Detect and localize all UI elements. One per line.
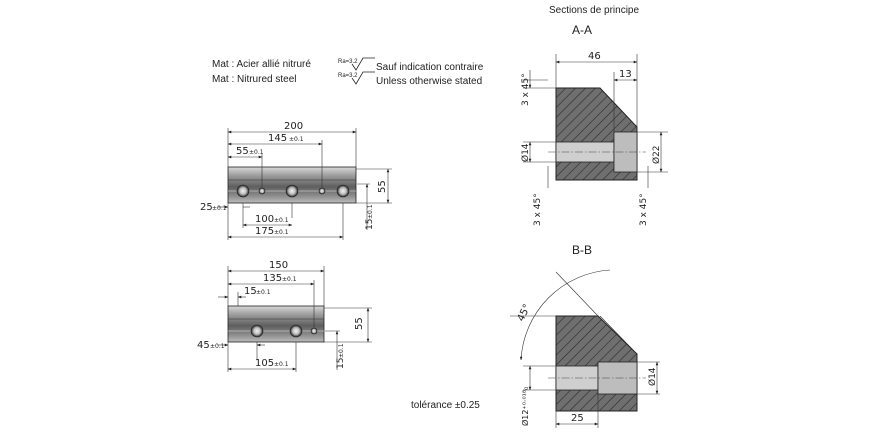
- section-aa-dim-13: 13: [619, 69, 632, 80]
- section-aa-chamfer-bot-left: 3 x 45°: [533, 193, 543, 226]
- part1-dim-v15: 15: [365, 219, 375, 230]
- sections-title: Sections de principe: [549, 5, 639, 16]
- part2-tol-135: ±0.1: [282, 276, 297, 283]
- section-aa-title: A-A: [572, 23, 592, 37]
- part1-hole-1: [236, 184, 250, 198]
- roughness-symbol-label-2: Ra=3.2: [338, 73, 358, 79]
- section-aa-chamfer-bot-right: 3 x 45°: [639, 193, 649, 226]
- part2-tol-105: ±0.1: [274, 361, 289, 368]
- part1-dim-25: 25: [200, 202, 213, 213]
- part1-hole-3: [285, 184, 299, 198]
- part1-tol-175: ±0.1: [274, 229, 289, 236]
- part2-dim-15: 15: [244, 286, 257, 297]
- section-aa-chamfer-top: 3 x 45°: [521, 73, 531, 106]
- section-bb-drawing: 45° 25 Ø14 Ø12⁺⁰·⁰¹⁸₀: [510, 269, 660, 428]
- part2-hole-3: [310, 327, 318, 335]
- part1-hole-5: [336, 184, 350, 198]
- part2-hole-2: [289, 324, 303, 338]
- section-aa-dim-46: 46: [588, 51, 601, 62]
- part1-dim-200: 200: [284, 121, 303, 132]
- section-bb-title: B-B: [572, 243, 592, 257]
- section-aa-dia-14: Ø14: [520, 143, 531, 162]
- part2-hole-1: [250, 324, 264, 338]
- material-fr: Mat : Acier allié nitruré: [212, 59, 311, 70]
- part2-body: [227, 305, 325, 343]
- section-aa-dia-22: Ø22: [651, 145, 662, 164]
- roughness-note-fr: Sauf indication contraire: [376, 62, 484, 73]
- roughness-symbol-label-1: Ra=3.2: [338, 59, 358, 65]
- part1-dim-145: 145: [268, 133, 287, 144]
- part2-dim-135: 135: [263, 273, 282, 284]
- section-bb-depth: 25: [571, 413, 584, 424]
- part2-dim-45: 45: [197, 340, 210, 351]
- part1-tol-25: ±0.1: [212, 205, 227, 212]
- section-aa-drawing: 46 13 3 x 45° Ø14 Ø22 3 x 45° 3 x 45°: [520, 51, 668, 226]
- roughness-note-en: Unless otherwise stated: [376, 76, 482, 87]
- part1-dim-55: 55: [236, 146, 249, 157]
- material-en: Mat : Nitrured steel: [212, 74, 296, 85]
- part1-dim-175: 175: [255, 226, 274, 237]
- part1-drawing: 200 145 ±0.1 55 ±0.1 100 ±0.1 175 ±0.1 2…: [200, 121, 392, 240]
- part1-hole-2: [258, 187, 266, 195]
- section-bb-angle: 45°: [516, 303, 533, 324]
- section-bb-dia-12: Ø12⁺⁰·⁰¹⁸₀: [520, 387, 530, 426]
- part1-hole-4: [318, 187, 326, 195]
- part2-dim-105: 105: [255, 358, 274, 369]
- part1-tol-145: ±0.1: [289, 136, 304, 143]
- part1-tol-55: ±0.1: [249, 149, 264, 156]
- part2-tol-45: ±0.1: [210, 343, 225, 350]
- section-bb-dia-14: Ø14: [647, 367, 658, 386]
- part1-tol-v15: ±0.1: [367, 204, 374, 219]
- part1-dim-h55: 55: [377, 180, 388, 193]
- part2-tol-15: ±0.1: [256, 289, 271, 296]
- part2-dim-v15: 15: [336, 358, 346, 369]
- part2-dim-150: 150: [269, 260, 288, 271]
- roughness-symbol: Ra=3.2 Ra=3.2: [338, 57, 375, 85]
- part1-tol-100: ±0.1: [274, 217, 289, 224]
- part2-drawing: 150 135 ±0.1 15 ±0.1 45 ±0.1 105 ±0.1 55…: [197, 260, 372, 372]
- part1-dim-100: 100: [255, 214, 274, 225]
- part2-dim-h55: 55: [354, 317, 365, 330]
- general-tolerance: tolérance ±0.25: [411, 400, 480, 411]
- part2-tol-v15: ±0.1: [338, 343, 345, 358]
